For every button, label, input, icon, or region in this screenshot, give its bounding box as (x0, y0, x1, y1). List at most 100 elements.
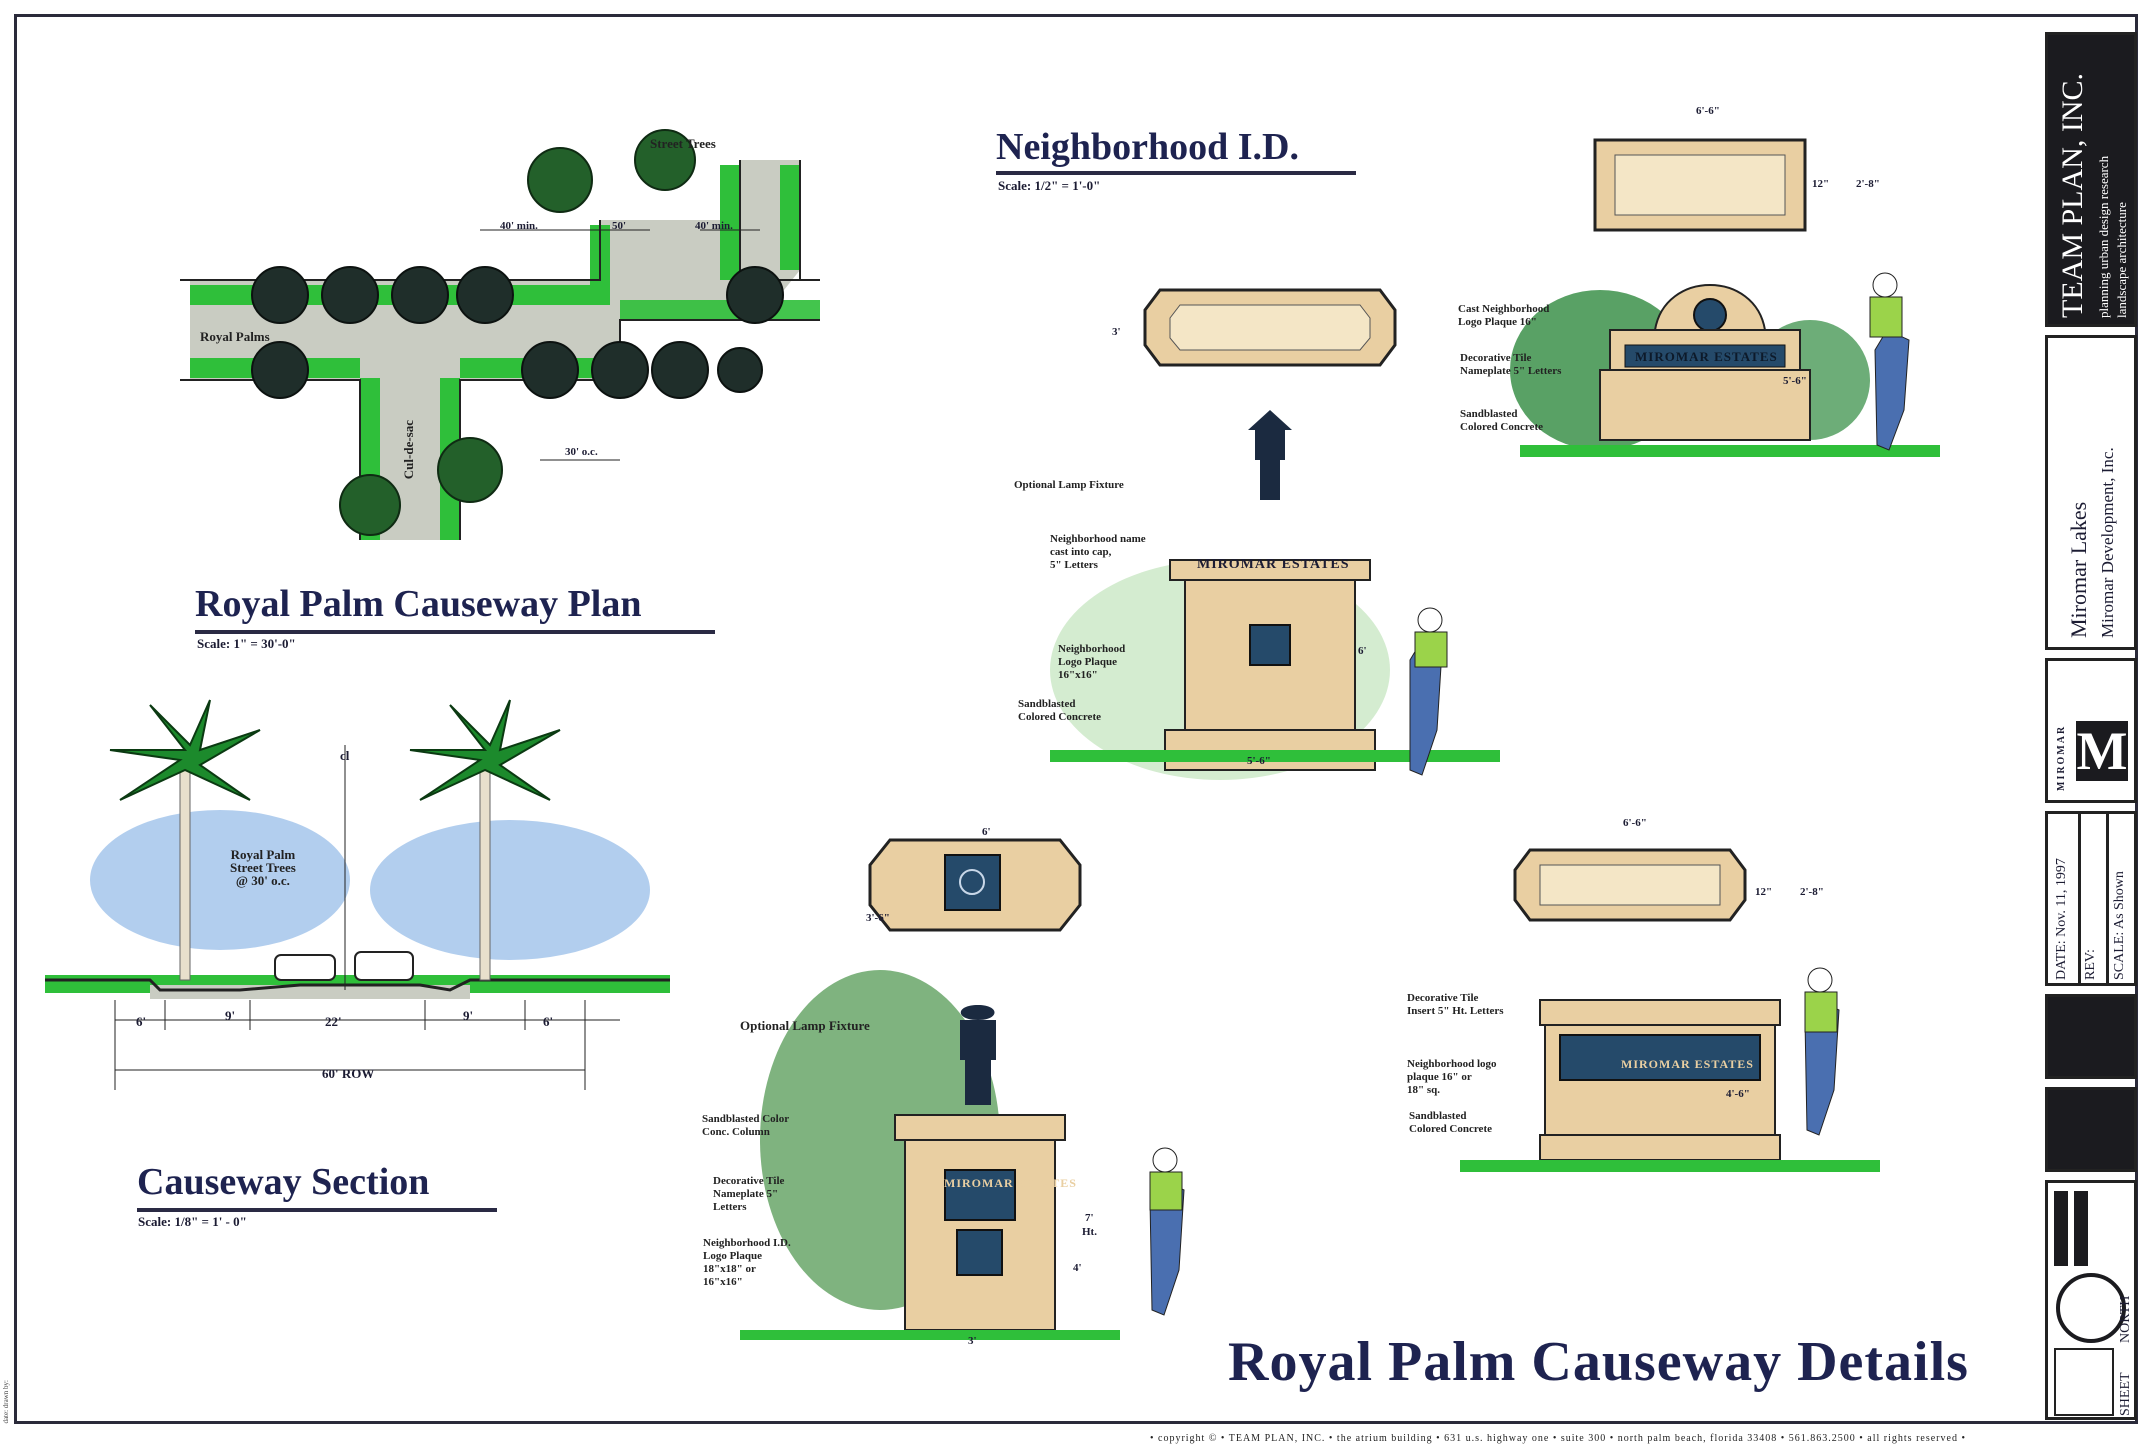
top-right-nameplate: MIROMAR ESTATES (1635, 349, 1778, 364)
bottom-right-dim-width: 6'-6" (1623, 817, 1647, 829)
plan-title: Royal Palm Causeway Plan (195, 582, 715, 634)
dim-section-row: 60' ROW (322, 1066, 375, 1081)
bottom-left-callout-column-2: Conc. Column (702, 1126, 770, 1138)
center-dim-height: 6' (1358, 645, 1367, 657)
bottom-left-callout-tile-3: Letters (713, 1201, 747, 1213)
top-right-callout-plaque: Cast Neighborhood Logo Plaque 16" (1458, 303, 1549, 329)
neighborhood-title: Neighborhood I.D. (996, 125, 1356, 175)
label-royal-palms: Royal Palms (200, 329, 270, 344)
firm-services-2: landscape architecture (2114, 202, 2129, 318)
top-right-dim-width: 6'-6" (1696, 105, 1720, 117)
logo-mark: M (2076, 721, 2128, 781)
dim-40-min-right: 40' min. (695, 220, 733, 232)
label-street-trees: Street Trees (650, 136, 716, 151)
label-centerline: cl (340, 748, 350, 763)
bottom-left-callout-plaque-3: 18"x18" or (703, 1263, 756, 1275)
date-divider-2 (2106, 814, 2109, 984)
palm-note-line-1: Royal Palm (230, 847, 296, 862)
firm-name: TEAM PLAN, INC. (2056, 73, 2089, 318)
firm-block: TEAM PLAN, INC. planning urban design re… (2045, 32, 2137, 327)
date-block: DATE: Nov. 11, 1997 REV: SCALE: As Shown (2045, 811, 2137, 986)
center-callout-logo: Neighborhood Logo Plaque 16"x16" (1058, 643, 1125, 682)
dark-panel-2 (2045, 1087, 2137, 1172)
bottom-right-sign-drawing (1460, 848, 1880, 1172)
dim-section-6-left: 6' (136, 1014, 147, 1029)
project-name: Miromar Lakes (2066, 501, 2091, 638)
plan-scale: Scale: 1" = 30'-0" (197, 636, 296, 651)
center-callout-concrete-1: Sandblasted (1018, 698, 1076, 710)
bottom-left-dim-3: 3' (968, 1335, 977, 1347)
bottom-right-callout-tile-1: Decorative Tile (1407, 992, 1479, 1004)
bottom-right-callout-concrete: Sandblasted Colored Concrete (1409, 1110, 1492, 1136)
project-block: Miromar Lakes Miromar Development, Inc. (2045, 335, 2137, 650)
bottom-right-callout-tile: Decorative Tile Insert 5" Ht. Letters (1407, 992, 1504, 1018)
center-callout-concrete-2: Colored Concrete (1018, 711, 1101, 723)
dark-panel-1 (2045, 994, 2137, 1079)
center-dim-cap: 3' (1112, 326, 1121, 338)
center-lamp-callout: Optional Lamp Fixture (1014, 479, 1124, 491)
bottom-left-callout-tile: Decorative Tile Nameplate 5" Letters (713, 1175, 784, 1214)
top-right-dim-28: 2'-8" (1856, 178, 1880, 190)
scale-field: SCALE: As Shown (2112, 871, 2127, 980)
north-label: NORTH (2118, 1295, 2133, 1343)
north-bar-2 (2074, 1191, 2088, 1266)
section-scale: Scale: 1/8" = 1' - 0" (138, 1214, 247, 1229)
top-right-callout-tile-2: Nameplate 5" Letters (1460, 365, 1562, 377)
north-sheet-block: NORTH SHEET (2045, 1180, 2137, 1420)
top-right-callout-concrete-2: Colored Concrete (1460, 421, 1543, 433)
dim-50: 50' (612, 220, 627, 232)
top-right-callout-concrete: Sandblasted Colored Concrete (1460, 408, 1543, 434)
bottom-right-callout-plaque-1: Neighborhood logo (1407, 1058, 1497, 1070)
center-callout-name-3: 5" Letters (1050, 559, 1098, 571)
center-sign-drawing (1050, 288, 1500, 780)
bottom-left-sign-drawing (740, 838, 1185, 1340)
center-callout-name-1: Neighborhood name (1050, 533, 1146, 545)
bottom-left-callout-column-1: Sandblasted Color (702, 1113, 790, 1125)
center-callout-logo-3: 16"x16" (1058, 669, 1098, 681)
center-dim-width: 5'-6" (1247, 755, 1271, 767)
bottom-right-callout-plaque: Neighborhood logo plaque 16" or 18" sq. (1407, 1058, 1497, 1097)
bottom-right-callout-concrete-2: Colored Concrete (1409, 1123, 1492, 1135)
center-callout-logo-1: Neighborhood (1058, 643, 1126, 655)
bottom-left-dim-7: 7' (1085, 1212, 1094, 1224)
bottom-left-dim-ht: Ht. (1082, 1226, 1097, 1238)
causeway-section-drawing (45, 699, 670, 1090)
rev-field: REV: (2083, 949, 2098, 980)
top-right-sign-drawing (1510, 138, 1940, 457)
bottom-right-dim-46: 4'-6" (1726, 1088, 1750, 1100)
bottom-left-dim-4: 4' (1073, 1262, 1082, 1274)
bottom-right-callout-plaque-3: 18" sq. (1407, 1084, 1441, 1096)
bottom-right-callout-plaque-2: plaque 16" or (1407, 1071, 1472, 1083)
bottom-left-callout-column: Sandblasted Color Conc. Column (702, 1113, 789, 1139)
label-cul-de-sac: Cul-de-sac (401, 420, 416, 480)
bottom-left-callout-plaque-2: Logo Plaque (703, 1250, 762, 1262)
north-arrow-icon (2056, 1273, 2126, 1343)
bottom-right-nameplate: MIROMAR ESTATES (1621, 1057, 1754, 1071)
palm-note-line-3: @ 30' o.c. (235, 873, 290, 888)
dim-section-22: 22' (325, 1014, 342, 1029)
causeway-plan-drawing (180, 129, 820, 540)
dim-section-6-right: 6' (543, 1014, 554, 1029)
top-right-callout-concrete-1: Sandblasted (1460, 408, 1518, 420)
sheet-label: SHEET (2118, 1372, 2133, 1416)
section-title: Causeway Section (137, 1160, 497, 1212)
drawn-by-note: date: drawn by: (2, 1380, 10, 1424)
copyright-footer: • copyright © • TEAM PLAN, INC. • the at… (1150, 1433, 1966, 1444)
top-right-callout-tile: Decorative Tile Nameplate 5" Letters (1460, 352, 1561, 378)
neighborhood-scale: Scale: 1/2" = 1'-0" (998, 178, 1101, 193)
bottom-left-dim-36: 3'-6" (866, 912, 890, 924)
bottom-left-dim-width: 6' (982, 826, 991, 838)
client-name: Miromar Development, Inc. (2098, 447, 2117, 638)
bottom-left-nameplate: MIROMAR ESTATES (944, 1176, 1077, 1190)
bottom-left-callout-plaque: Neighborhood I.D. Logo Plaque 18"x18" or… (703, 1237, 791, 1289)
bottom-right-dim-28: 2'-8" (1800, 886, 1824, 898)
bottom-right-dim-12: 12" (1755, 886, 1773, 898)
bottom-left-lamp-callout: Optional Lamp Fixture (740, 1018, 870, 1033)
dim-section-9-right: 9' (463, 1008, 474, 1023)
center-callout-concrete: Sandblasted Colored Concrete (1018, 698, 1101, 724)
center-callout-name: Neighborhood name cast into cap, 5" Lett… (1050, 533, 1146, 572)
top-right-dim-56: 5'-6" (1783, 375, 1807, 387)
logo-block: MIROMAR M (2045, 658, 2137, 803)
firm-services-1: planning urban design research (2096, 155, 2111, 318)
palm-note: Royal Palm Street Trees @ 30' o.c. (230, 848, 296, 887)
